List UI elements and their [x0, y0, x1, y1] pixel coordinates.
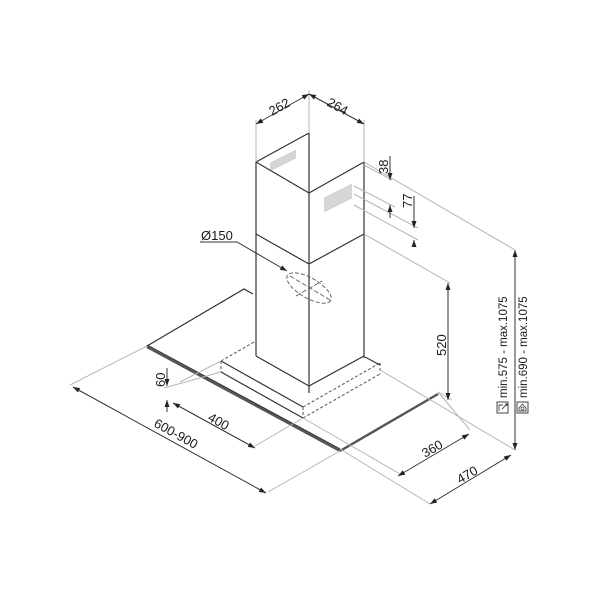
recirculation-mode-icon: [516, 401, 529, 414]
vent-grille-right: [324, 184, 352, 212]
height-range-legend: min.575 - max.1075 min.690 - max.1075: [496, 296, 530, 414]
extraction-height-range: min.575 - max.1075: [498, 296, 510, 398]
glass-canopy: [146, 288, 439, 453]
dim-262: 262: [266, 95, 292, 119]
recirculation-height-range: min.690 - max.1075: [518, 296, 530, 398]
chimney-upper: [255, 132, 365, 393]
dim-520: 520: [434, 334, 449, 356]
extraction-mode-icon: [496, 401, 509, 414]
dim-38: 38: [376, 160, 391, 174]
legend-item-extraction: min.575 - max.1075: [496, 296, 510, 414]
legend-item-recirculation: min.690 - max.1075: [516, 296, 530, 414]
dim-400: 400: [206, 410, 232, 434]
dimension-lines: [72, 93, 518, 505]
dim-77: 77: [400, 194, 415, 208]
dim-470: 470: [454, 463, 480, 487]
dim-360: 360: [419, 437, 445, 461]
dim-60: 60: [153, 373, 168, 387]
chimney-lower: [255, 233, 365, 387]
duct-outlet: Ø150: [200, 228, 332, 304]
duct-diameter-label: Ø150: [201, 228, 233, 243]
vent-grille-back: [270, 150, 296, 170]
